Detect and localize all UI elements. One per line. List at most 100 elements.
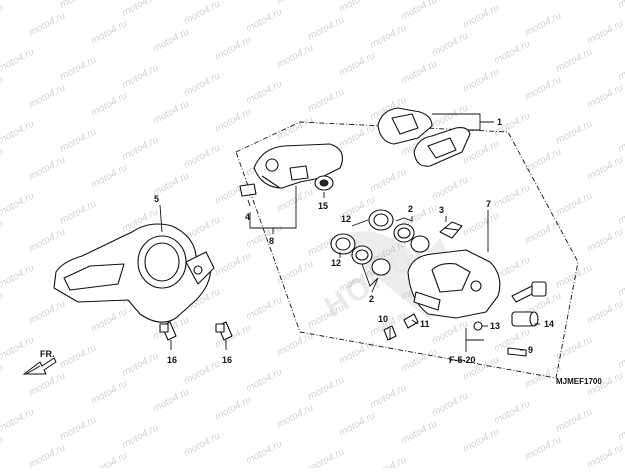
brake-pad-set — [377, 107, 471, 167]
watermark-text-127: moto4.ru — [430, 390, 470, 418]
watermark-text-8: moto4.ru — [523, 10, 563, 38]
watermark-text-17: moto4.ru — [430, 30, 470, 58]
watermark-text-129: moto4.ru — [554, 406, 594, 434]
watermark-text-15: moto4.ru — [306, 14, 346, 42]
watermark-text-11: moto4.ru — [58, 0, 98, 11]
reference-f-5-20: F-5-20 — [449, 355, 476, 365]
watermark-text-10: moto4.ru — [0, 0, 37, 3]
callout-12-lower: 12 — [331, 258, 341, 268]
callout-8: 8 — [269, 236, 274, 246]
watermark-text-142: moto4.ru — [0, 406, 37, 434]
watermark-text-108: moto4.ru — [616, 342, 625, 370]
boot-seal — [314, 175, 334, 191]
callout-1: 1 — [497, 117, 502, 127]
watermark-text-121: moto4.ru — [58, 342, 98, 370]
callout-9: 9 — [528, 345, 533, 355]
watermark-text-114: moto4.ru — [275, 330, 315, 358]
assembly-boundary — [235, 121, 579, 379]
watermark-text-4: moto4.ru — [275, 0, 315, 7]
watermark-text-46: moto4.ru — [151, 98, 191, 126]
watermark-text-14: moto4.ru — [244, 6, 284, 34]
watermark-text-27: moto4.ru — [337, 50, 377, 78]
watermark-text-92: moto4.ru — [275, 258, 315, 286]
flange-bolts — [159, 321, 233, 341]
watermark-text-130: moto4.ru — [616, 414, 625, 442]
watermark-text-88: moto4.ru — [27, 226, 67, 254]
watermark-text-21: moto4.ru — [0, 2, 6, 30]
watermark-text-133: moto4.ru — [89, 378, 129, 406]
watermark-text-62: moto4.ru — [492, 182, 532, 210]
callout-2-upper: 2 — [408, 204, 413, 214]
watermark-text-28: moto4.ru — [399, 58, 439, 86]
watermark-text-73: moto4.ru — [461, 210, 501, 238]
callout-11: 11 — [420, 319, 430, 329]
front-direction-indicator: FR. — [22, 349, 57, 375]
callout-labels: 1 2 2 3 4 5 7 8 9 10 11 12 12 13 14 15 1… — [154, 117, 554, 365]
watermark-text-98: moto4.ru — [0, 262, 37, 290]
watermark-text-53: moto4.ru — [585, 154, 625, 182]
watermark-text-24: moto4.ru — [151, 26, 191, 54]
watermark-text-140: moto4.ru — [523, 434, 563, 462]
watermark-text-55: moto4.ru — [58, 126, 98, 154]
watermark-text-26: moto4.ru — [275, 42, 315, 70]
front-label: FR. — [40, 349, 55, 359]
caliper-stay-plate — [53, 223, 215, 323]
callout-12-upper: 12 — [341, 214, 351, 224]
watermark-text-65: moto4.ru — [0, 146, 6, 174]
watermark-text-37: moto4.ru — [306, 86, 346, 114]
watermark-text-6: moto4.ru — [399, 0, 439, 23]
callout-13: 13 — [490, 321, 500, 331]
watermark-text-102: moto4.ru — [244, 294, 284, 322]
watermark-text-29: moto4.ru — [461, 66, 501, 94]
watermark-text-7: moto4.ru — [461, 2, 501, 30]
pad-spring — [439, 221, 463, 239]
watermark-text-39: moto4.ru — [430, 102, 470, 130]
watermark-text-61: moto4.ru — [430, 174, 470, 202]
watermark-text-20: moto4.ru — [616, 54, 625, 82]
watermark-text-134: moto4.ru — [151, 386, 191, 414]
pad-pin — [507, 347, 527, 357]
watermark-text-22: moto4.ru — [27, 10, 67, 38]
watermark-text-77: moto4.ru — [58, 198, 98, 226]
callout-5: 5 — [154, 194, 159, 204]
watermark-text-138: moto4.ru — [399, 418, 439, 446]
watermark-text-66: moto4.ru — [27, 154, 67, 182]
leader-lines — [159, 113, 540, 352]
piston-seals — [330, 209, 430, 276]
pin-screw — [473, 321, 483, 331]
watermark-text-18: moto4.ru — [492, 38, 532, 66]
watermark-text-141: moto4.ru — [585, 442, 625, 468]
watermark-text-41: moto4.ru — [554, 118, 594, 146]
watermark-text-13: moto4.ru — [182, 0, 222, 27]
watermark-text-67: moto4.ru — [89, 162, 129, 190]
watermark-text-31: moto4.ru — [585, 82, 625, 110]
watermark-text-115: moto4.ru — [337, 338, 377, 366]
watermark-text-86: moto4.ru — [616, 270, 625, 298]
watermark-text-43: moto4.ru — [0, 74, 6, 102]
watermark-text-109: moto4.ru — [0, 290, 6, 318]
watermark-text-64: moto4.ru — [616, 198, 625, 226]
watermark-text-128: moto4.ru — [492, 398, 532, 426]
callout-15: 15 — [318, 201, 328, 211]
callout-4: 4 — [245, 212, 250, 222]
watermark-text-123: moto4.ru — [182, 358, 222, 386]
watermark-text-122: moto4.ru — [120, 350, 160, 378]
watermark-text-44: moto4.ru — [27, 82, 67, 110]
watermark-text-60: moto4.ru — [368, 166, 408, 194]
watermark-text-150: moto4.ru — [27, 442, 67, 468]
watermark-text-2: moto4.ru — [616, 0, 625, 11]
callout-7: 7 — [486, 199, 491, 209]
watermark-text-57: moto4.ru — [182, 142, 222, 170]
watermark-text-87: moto4.ru — [0, 218, 6, 246]
watermark-text-76: moto4.ru — [0, 190, 37, 218]
watermark-text-137: moto4.ru — [337, 410, 377, 438]
caliper-body — [407, 249, 501, 319]
watermark-text-110: moto4.ru — [27, 298, 67, 326]
watermark-text-75: moto4.ru — [585, 226, 625, 254]
watermark-text-107: moto4.ru — [554, 334, 594, 362]
watermark-text-97: moto4.ru — [585, 298, 625, 326]
watermark-text-45: moto4.ru — [89, 90, 129, 118]
